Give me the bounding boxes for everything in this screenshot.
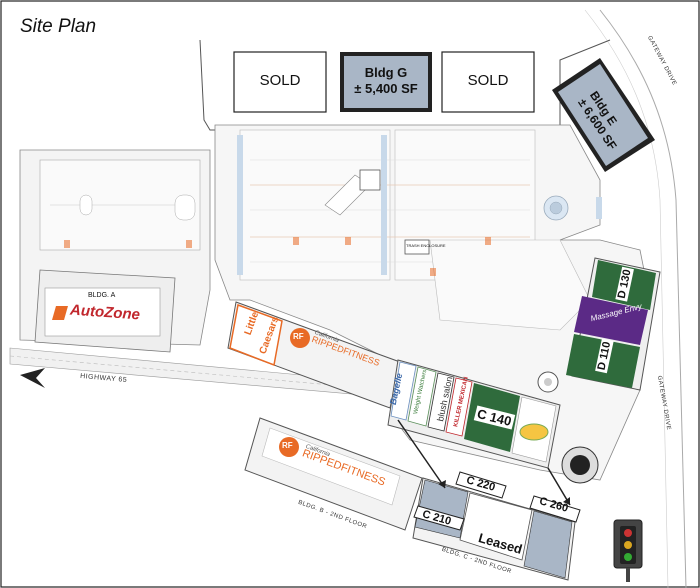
parking-lot-right [429,195,602,331]
bldg-a-autozone [34,269,176,353]
pad-sold-right [441,51,535,113]
pad-bldg-g-name: Bldg G [364,65,408,80]
bldg-b [244,417,423,531]
callout-arrows [397,419,571,506]
pad-sold-left [233,51,327,113]
bldg-c-storefronts [387,359,561,469]
rf-logo-top: RF [293,332,304,341]
gateway-drive [584,9,687,588]
pad-bldg-e [552,58,655,172]
pad-sold-left-label: SOLD [259,72,301,89]
bldg-a-label: BLDG. A [88,292,116,299]
plaza [537,371,599,484]
pad-bldg-g [340,52,432,112]
trash-enclosure-label: TRASH ENCLOSURE [406,243,446,248]
rf-logo-bottom: RF [282,441,293,450]
north-arrow-icon [20,368,45,388]
bldg-ripped-fitness-top [227,301,401,409]
bldg-c-second-floor [412,471,581,581]
parking-lot-left [39,159,201,251]
pad-bldg-g-size: ± 5,400 SF [354,81,418,96]
pad-sold-right-label: SOLD [467,72,509,89]
map-title: Site Plan [20,16,97,37]
crosswalk-markers [64,237,491,276]
traffic-light-icon [613,519,643,582]
trash-enclosure [404,239,430,255]
